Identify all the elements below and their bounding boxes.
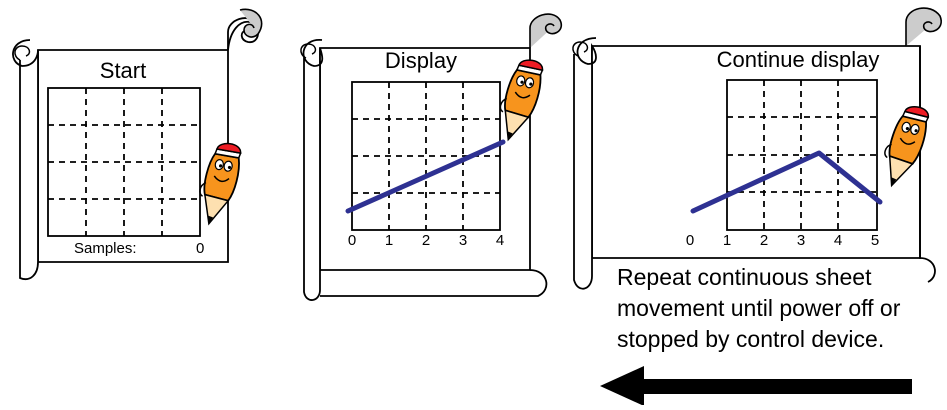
trace-line — [690, 150, 883, 214]
x-tick-label: 3 — [797, 232, 805, 249]
panel-title: Start — [100, 58, 146, 83]
x-tick-label: 2 — [760, 232, 768, 249]
samples-value: 0 — [196, 240, 204, 257]
x-tick-label: 3 — [459, 232, 467, 249]
panel-display: Display 0 1 2 3 4 — [300, 13, 563, 301]
x-tick-label: 0 — [686, 232, 694, 249]
scroll-sheet — [591, 45, 921, 259]
tick-labels: 0 1 2 3 4 5 — [686, 232, 879, 249]
trace-line — [345, 139, 506, 214]
caption-line: Repeat continuous sheet — [617, 264, 872, 290]
panel-start: Start Samples: 0 — [12, 8, 263, 280]
caption-text: Repeat continuous sheet movement until p… — [617, 262, 945, 355]
samples-label: Samples: — [74, 240, 137, 257]
scroll-top-curl — [905, 7, 942, 46]
x-tick-label: 1 — [385, 232, 393, 249]
panel-title: Display — [385, 48, 457, 73]
x-tick-label: 1 — [723, 232, 731, 249]
caption-line: movement until power off or — [617, 295, 901, 321]
chart-grid — [726, 79, 878, 231]
left-arrow-icon — [600, 366, 912, 406]
scroll-left-roll — [302, 39, 324, 301]
x-tick-label: 4 — [834, 232, 842, 249]
scroll-left-roll — [12, 39, 39, 280]
x-tick-label: 4 — [496, 232, 504, 249]
scroll-left-roll — [573, 37, 597, 290]
caption-line: stopped by control device. — [617, 326, 885, 352]
tick-labels: 0 1 2 3 4 — [348, 232, 504, 249]
chart-grid — [47, 87, 201, 237]
x-tick-label: 0 — [348, 232, 356, 249]
x-tick-label: 5 — [871, 232, 879, 249]
x-tick-label: 2 — [422, 232, 430, 249]
panel-title: Continue display — [717, 47, 880, 72]
panel-continue-display: Continue display 0 1 2 3 4 5 — [572, 7, 942, 290]
scroll-top-curl — [529, 13, 563, 48]
